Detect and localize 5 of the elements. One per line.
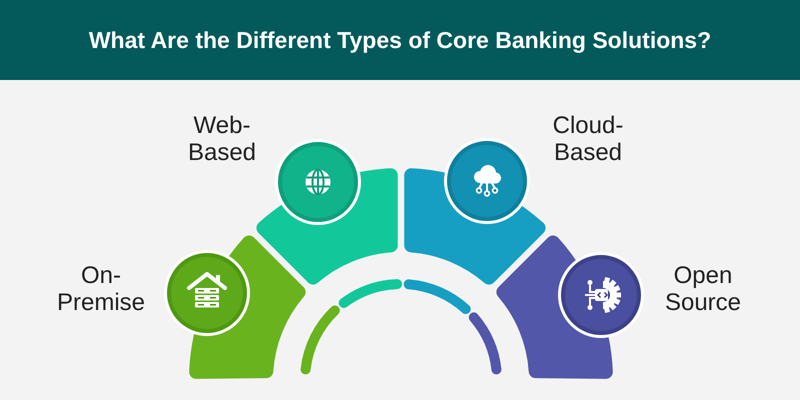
category-label: On- Premise [56, 262, 146, 316]
category-label: Open Source [664, 262, 742, 316]
title: What Are the Different Types of Core Banking Solutions? [88, 26, 712, 54]
category-label: Web- Based [186, 112, 258, 166]
category-label: Cloud- Based [552, 112, 624, 166]
